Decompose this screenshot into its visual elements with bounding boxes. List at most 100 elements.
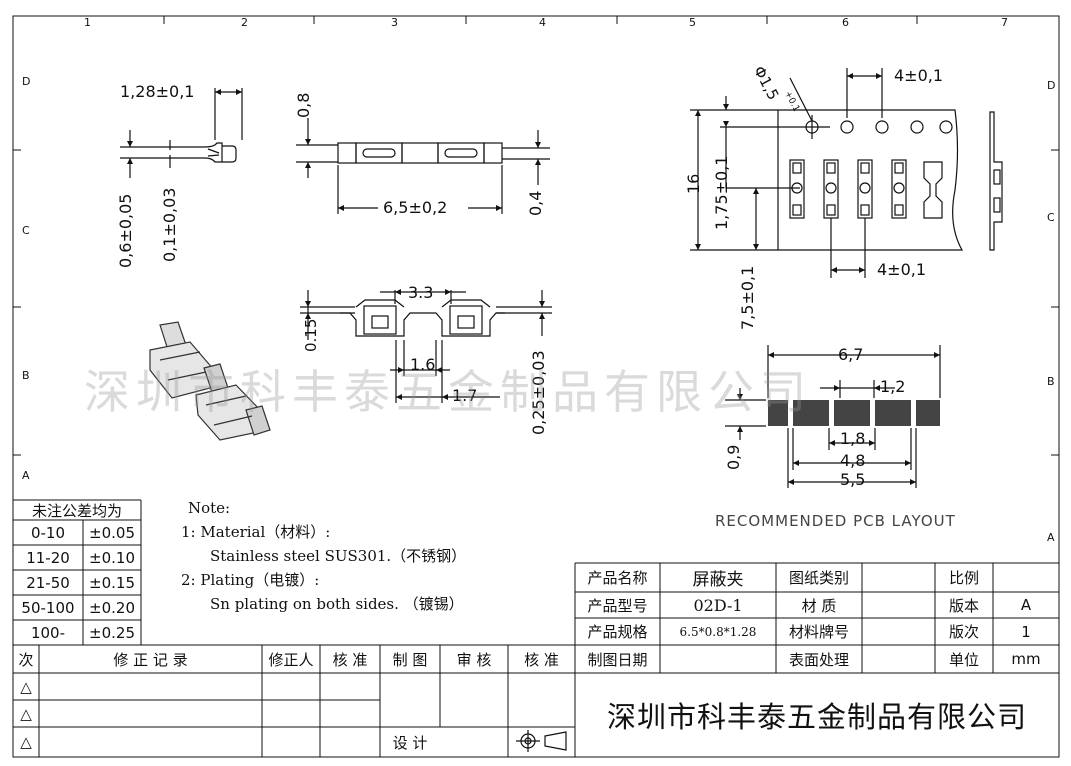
projection-symbol bbox=[516, 730, 567, 752]
tape-reel-arrows bbox=[695, 73, 882, 273]
product-name-label: 产品名称 bbox=[587, 569, 648, 587]
dim-4-8: 4,8 bbox=[840, 451, 866, 470]
note-line-4: Sn plating on both sides. （镀锡） bbox=[210, 595, 464, 613]
dim-1-7: 1.7 bbox=[452, 386, 478, 405]
scale-label: 比例 bbox=[948, 569, 979, 587]
design-label: 设 计 bbox=[392, 733, 428, 752]
dim-1-75: 1,75±0,1 bbox=[712, 155, 731, 230]
tolerance-value: ±0.10 bbox=[89, 548, 135, 567]
revision-header-ci: 次 bbox=[18, 650, 34, 669]
revision-header-review: 审 核 bbox=[456, 650, 492, 669]
tolerance-range: 100- bbox=[30, 623, 66, 642]
surface-treatment-label: 表面处理 bbox=[788, 650, 849, 669]
col-label: 2 bbox=[241, 16, 248, 29]
row-label: D bbox=[22, 75, 31, 88]
dim-0-6: 0,6±0,05 bbox=[116, 193, 135, 268]
product-spec-label: 产品规格 bbox=[587, 623, 648, 641]
tolerance-value: ±0.25 bbox=[89, 623, 135, 642]
product-type-label: 产品型号 bbox=[587, 596, 648, 615]
material-grade-label: 材料牌号 bbox=[788, 623, 849, 641]
revision-header-record: 修 正 记 录 bbox=[113, 650, 188, 669]
row-label: A bbox=[1047, 531, 1055, 544]
tolerance-value: ±0.15 bbox=[89, 573, 135, 592]
side-profile-arrows bbox=[127, 89, 242, 164]
revision-header-person: 修正人 bbox=[268, 650, 314, 669]
tolerance-header: 未注公差均为 bbox=[31, 501, 122, 520]
row-label: C bbox=[22, 224, 30, 237]
row-label: B bbox=[22, 369, 30, 382]
unit-value: mm bbox=[1011, 650, 1041, 668]
revision-count-label: 版次 bbox=[948, 623, 979, 641]
revision-count-value: 1 bbox=[1021, 622, 1031, 641]
revision-header-draw: 制 图 bbox=[392, 650, 428, 669]
dim-3-3: 3.3 bbox=[408, 283, 434, 302]
drawing-category-label: 图纸类别 bbox=[788, 569, 849, 587]
note-line-3: 2: Plating（电镀）: bbox=[181, 571, 320, 589]
front-view-arrows bbox=[305, 289, 545, 400]
dim-1-2: 1,2 bbox=[880, 377, 906, 396]
tape-reel-view bbox=[690, 68, 1003, 278]
dim-6-5: 6,5±0,2 bbox=[383, 198, 448, 217]
dim-pitch-4-top: 4±0,1 bbox=[894, 66, 944, 85]
sheet-border bbox=[12, 15, 1060, 758]
dim-1-6: 1.6 bbox=[410, 355, 436, 374]
dim-16: 16 bbox=[684, 173, 703, 194]
top-view-arrows bbox=[305, 139, 541, 211]
version-value: A bbox=[1020, 596, 1032, 614]
col-label: 5 bbox=[689, 16, 696, 29]
revision-symbol: △ bbox=[20, 677, 32, 696]
dim-7-5: 7,5±0,1 bbox=[738, 265, 757, 330]
pcb-layout-view bbox=[725, 345, 941, 488]
top-view bbox=[296, 118, 550, 214]
product-type-value: 02D-1 bbox=[693, 595, 743, 615]
col-label: 1 bbox=[84, 16, 91, 29]
revision-header-check: 核 准 bbox=[332, 650, 368, 669]
dim-0-15: 0.15 bbox=[302, 318, 320, 352]
company-name: 深圳市科丰泰五金制品有限公司 bbox=[606, 700, 1027, 734]
col-label: 4 bbox=[539, 16, 546, 29]
table-lines bbox=[13, 499, 1059, 757]
dim-5-5: 5,5 bbox=[840, 470, 866, 489]
dim-1-28: 1,28±0,1 bbox=[120, 82, 195, 101]
note-line-1: 1: Material（材料）: bbox=[181, 523, 331, 541]
note-line-2: Stainless steel SUS301.（不锈钢） bbox=[210, 547, 467, 565]
dim-pitch-4-bottom: 4±0,1 bbox=[877, 260, 927, 279]
dim-0-8: 0,8 bbox=[294, 92, 313, 118]
tolerance-range: 11-20 bbox=[26, 548, 70, 567]
isometric-view bbox=[149, 321, 271, 441]
material-label: 材 质 bbox=[801, 596, 837, 615]
product-name-value: 屏蔽夹 bbox=[692, 570, 744, 590]
notes-title: Note: bbox=[188, 499, 231, 517]
tolerance-value: ±0.20 bbox=[89, 598, 135, 617]
dim-1-8: 1,8 bbox=[840, 429, 866, 448]
tolerance-value: ±0.05 bbox=[89, 523, 135, 542]
dim-0-4: 0,4 bbox=[526, 190, 545, 216]
revision-symbol: △ bbox=[20, 733, 32, 751]
front-view bbox=[300, 290, 552, 403]
product-spec-value: 6.5*0.8*1.28 bbox=[679, 624, 757, 639]
col-label: 6 bbox=[842, 16, 849, 29]
tolerance-range: 21-50 bbox=[26, 573, 70, 592]
row-label: B bbox=[1047, 375, 1055, 388]
row-label: C bbox=[1047, 211, 1055, 224]
revision-header-approve: 核 准 bbox=[524, 650, 559, 669]
row-label: A bbox=[22, 469, 30, 482]
tape-pockets bbox=[789, 159, 943, 219]
col-label: 7 bbox=[1001, 16, 1008, 29]
pcb-layout-title: RECOMMENDED PCB LAYOUT bbox=[715, 512, 956, 530]
unit-label: 单位 bbox=[948, 650, 979, 669]
dim-0-1: 0,1±0,03 bbox=[160, 187, 179, 262]
tolerance-range: 0-10 bbox=[30, 523, 66, 542]
dim-0-9: 0,9 bbox=[724, 444, 743, 470]
drawing-date-label: 制图日期 bbox=[587, 650, 648, 669]
row-label: D bbox=[1047, 79, 1056, 92]
tolerance-range: 50-100 bbox=[21, 598, 75, 617]
col-label: 3 bbox=[391, 16, 398, 29]
watermark: 深圳市科丰泰五金制品有限公司 bbox=[84, 365, 812, 419]
version-label: 版本 bbox=[948, 596, 979, 615]
dim-6-7: 6,7 bbox=[838, 345, 864, 364]
revision-symbol: △ bbox=[20, 704, 32, 723]
side-profile-view bbox=[120, 88, 243, 178]
